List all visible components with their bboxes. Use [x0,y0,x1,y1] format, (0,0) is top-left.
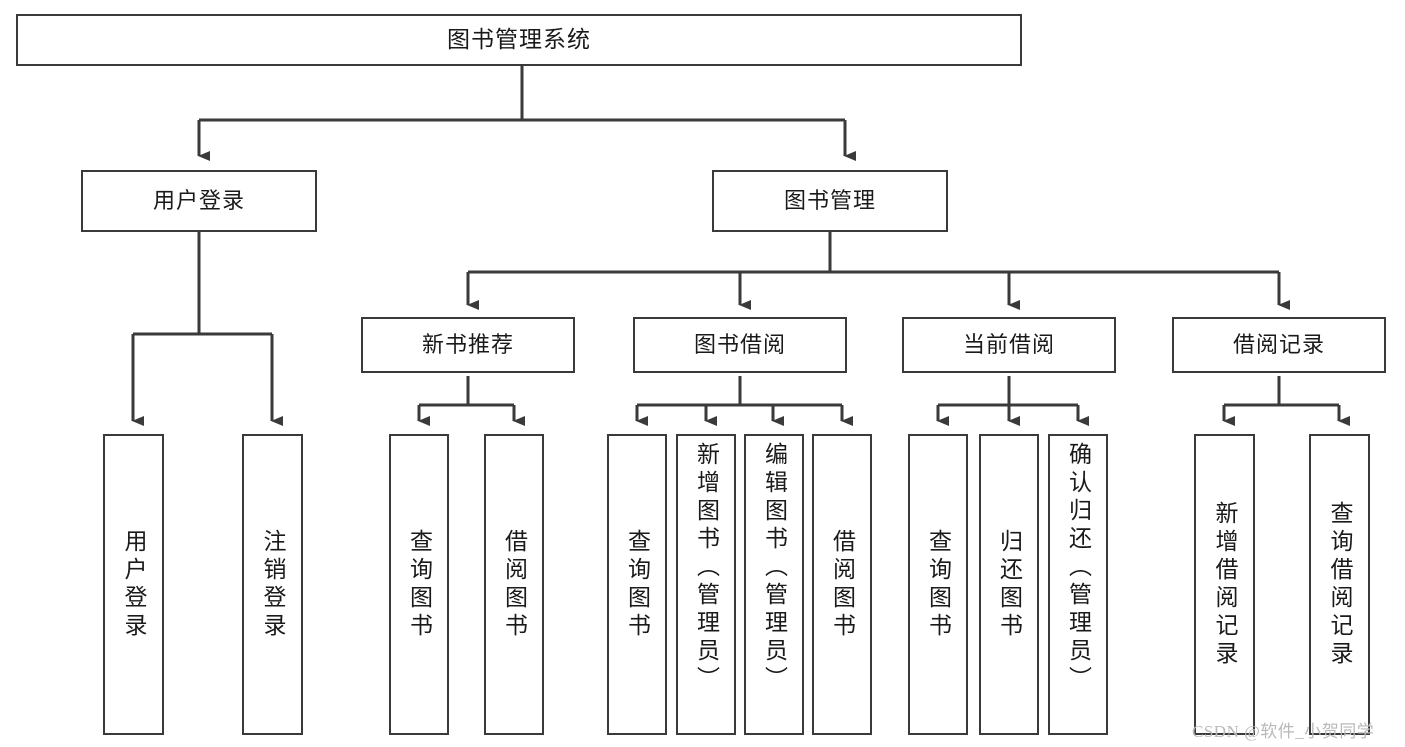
node-label: 图书借阅 [693,331,786,357]
node-label: 用户登录 [121,528,147,641]
node-label: 编辑图书（管理员） [761,442,788,694]
node-label: 图书管理 [783,187,876,213]
node-label: 借阅记录 [1232,331,1325,357]
node-label: 注销登录 [260,528,286,641]
node-borrowing-records[interactable]: 借阅记录 [1172,317,1386,373]
leaf-user-login[interactable]: 用户登录 [103,434,164,735]
node-book-borrowing[interactable]: 图书借阅 [633,317,847,373]
node-user-login[interactable]: 用户登录 [81,170,317,232]
leaf-query-book-current[interactable]: 查询图书 [908,434,968,735]
leaf-borrow-book-recommendation[interactable]: 借阅图书 [484,434,544,735]
leaf-query-book-recommendation[interactable]: 查询图书 [389,434,449,735]
leaf-confirm-return-admin[interactable]: 确认归还（管理员） [1048,434,1108,735]
node-new-book-recommendation[interactable]: 新书推荐 [361,317,575,373]
leaf-logout[interactable]: 注销登录 [242,434,303,735]
leaf-query-borrowing-record[interactable]: 查询借阅记录 [1309,434,1370,735]
node-current-borrowing[interactable]: 当前借阅 [902,317,1116,373]
node-label: 查询借阅记录 [1327,500,1353,669]
node-label: 当前借阅 [962,331,1055,357]
node-book-management[interactable]: 图书管理 [712,170,948,232]
leaf-borrow-book-borrowing[interactable]: 借阅图书 [812,434,872,735]
leaf-return-book[interactable]: 归还图书 [979,434,1039,735]
node-label: 查询图书 [406,528,433,641]
node-label: 新增图书（管理员） [693,442,720,694]
leaf-edit-book-admin[interactable]: 编辑图书（管理员） [744,434,804,735]
node-label: 归还图书 [996,528,1023,641]
node-label: 借阅图书 [829,528,856,641]
node-label: 图书管理系统 [447,26,591,53]
node-label: 新增借阅记录 [1212,500,1238,669]
node-label: 查询图书 [624,528,651,641]
node-label: 确认归还（管理员） [1065,442,1092,694]
leaf-add-book-admin[interactable]: 新增图书（管理员） [676,434,736,735]
node-label: 查询图书 [925,528,952,641]
node-label: 新书推荐 [421,331,514,357]
node-label: 借阅图书 [501,528,528,641]
node-label: 用户登录 [152,187,245,213]
leaf-add-borrowing-record[interactable]: 新增借阅记录 [1194,434,1255,735]
csdn-watermark: CSDN @软件_小贺同学 [1192,722,1375,741]
node-root-book-management-system[interactable]: 图书管理系统 [16,14,1022,66]
leaf-query-book-borrowing[interactable]: 查询图书 [607,434,667,735]
